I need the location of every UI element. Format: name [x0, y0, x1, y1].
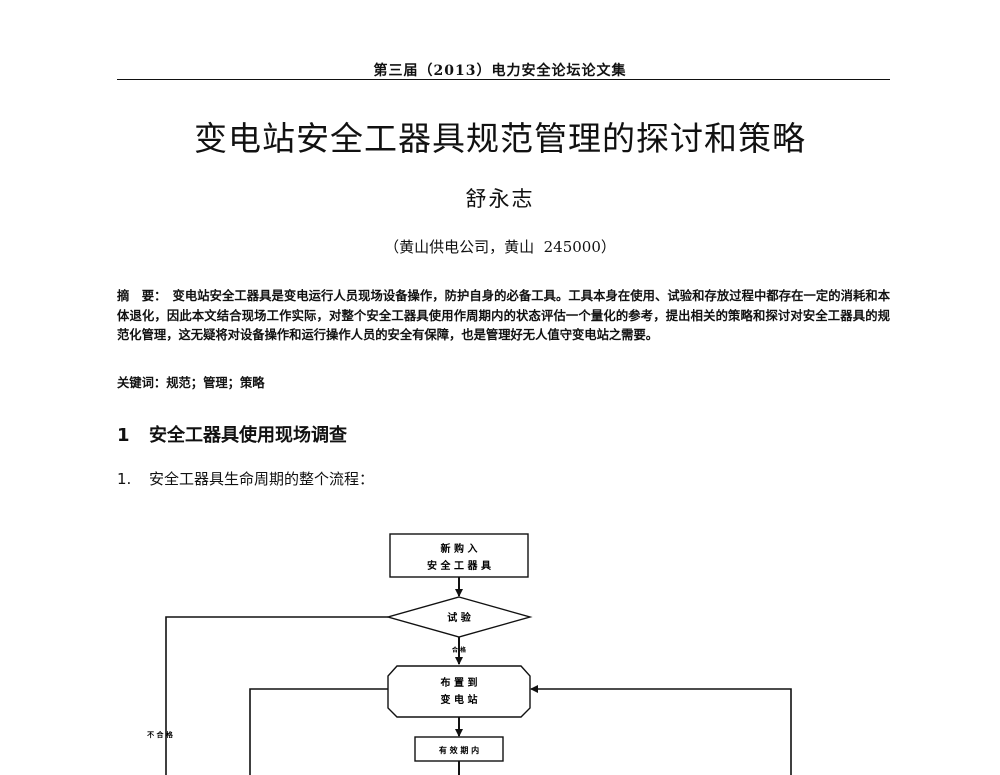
- box-new-purchase-line2: 安 全 工 器 具: [427, 559, 491, 572]
- section-title: 安全工器具使用现场调查: [149, 425, 347, 446]
- header-rule: [117, 79, 890, 80]
- affiliation: （黄山供电公司，黄山 245000）: [384, 238, 616, 256]
- subsection-number: 1.: [117, 470, 132, 488]
- section-number: 1: [117, 425, 130, 446]
- box-new-purchase-line1: 新 购 入: [441, 542, 478, 555]
- author-name: 舒永志: [465, 187, 535, 211]
- abstract-text: 变电站安全工器具是变电运行人员现场设备操作，防护自身的必备工具。工具本身在使用、…: [117, 289, 890, 342]
- abstract: 摘 要：变电站安全工器具是变电运行人员现场设备操作，防护自身的必备工具。工具本身…: [117, 287, 890, 346]
- box-deploy-line1: 布 置 到: [441, 676, 478, 689]
- subsection-heading: 1. 安全工器具生命周期的整个流程：: [117, 468, 374, 489]
- left-loop-line: [249, 688, 388, 775]
- box-valid-label: 有 效 期 内: [439, 745, 479, 755]
- pass-label: 合 格: [452, 646, 467, 654]
- box-deploy-substation: [387, 665, 531, 718]
- running-head: 第三届（2013）电力安全论坛论文集: [373, 63, 627, 79]
- right-loop-line: [530, 685, 792, 775]
- paper-title: 变电站安全工器具规范管理的探讨和策略: [194, 119, 806, 158]
- abstract-label: 摘 要：: [117, 289, 167, 303]
- diamond-test-label: 试 验: [447, 611, 471, 624]
- fail-branch-line: [165, 616, 388, 775]
- fail-label: 不 合 格: [147, 730, 174, 739]
- section-heading: 1 安全工器具使用现场调查: [117, 421, 347, 447]
- subsection-title: 安全工器具生命周期的整个流程：: [149, 470, 375, 488]
- keywords: 关键词：规范；管理；策略: [117, 376, 265, 390]
- box-deploy-line2: 变 电 站: [441, 693, 478, 706]
